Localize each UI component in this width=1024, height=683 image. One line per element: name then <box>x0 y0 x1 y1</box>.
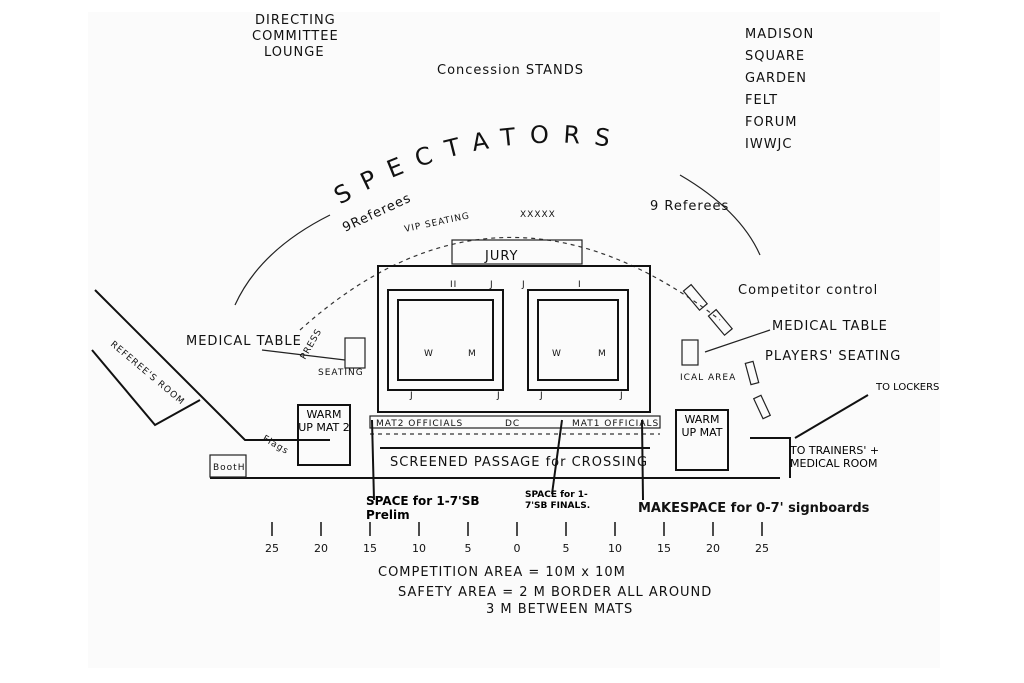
mat-center-mark: W <box>424 349 434 359</box>
scale-label: 20 <box>706 542 720 555</box>
arrow-right-arc <box>679 174 761 256</box>
mat-center-mark: W <box>552 349 562 359</box>
scale-label: 20 <box>314 542 328 555</box>
mat-mark: J <box>521 280 526 290</box>
distance-scale: 25 20 15 10 5 0 5 10 15 20 25 <box>265 522 769 555</box>
mat-mark: J <box>489 280 494 290</box>
directing-lounge-line3: LOUNGE <box>264 45 325 60</box>
press-seating: SEATING <box>318 368 364 378</box>
dc-label: DC <box>505 419 520 429</box>
note-safety-area: SAFETY AREA = 2 M BORDER ALL AROUND <box>398 585 712 600</box>
directing-lounge-line1: DIRECTING <box>255 13 336 28</box>
scale-label: 25 <box>265 542 279 555</box>
venue-line: SQUARE <box>745 49 805 64</box>
mat-mark: J <box>619 391 624 401</box>
mat-2-border <box>387 289 504 391</box>
paper-sheet <box>88 12 940 668</box>
booth-label: BootH <box>213 463 245 473</box>
bench <box>744 360 760 386</box>
venue-line: FELT <box>745 93 778 108</box>
medical-arrow-left <box>261 349 346 361</box>
mat-mark: I <box>578 280 582 290</box>
medical-arrow-right <box>704 329 771 353</box>
venue-label: MADISON SQUARE GARDEN FELT FORUM IWWJC <box>745 27 814 152</box>
warm-up-mat-1-label: WARM UP MAT <box>681 413 723 439</box>
screened-passage: SCREENED PASSAGE for CROSSING <box>390 455 648 470</box>
mat-2 <box>397 299 494 381</box>
scale-label: 15 <box>657 542 671 555</box>
to-trainers: TO TRAINERS' + MEDICAL ROOM <box>790 444 880 470</box>
medical-table-right: MEDICAL TABLE <box>772 319 888 334</box>
mat-mark: J <box>496 391 501 401</box>
vip-mark: XXXXX <box>520 210 556 220</box>
mat1-officials: MAT1 OFFICIALS <box>572 419 659 429</box>
bench <box>707 308 734 337</box>
mat-mark: J <box>539 391 544 401</box>
jury-table <box>451 239 583 265</box>
competition-area <box>377 265 651 413</box>
to-lockers: TO LOCKERS <box>876 382 940 393</box>
referees-right: 9 Referees <box>650 199 729 214</box>
scale-label: 5 <box>465 542 472 555</box>
directing-lounge-line2: COMMITTEE <box>252 29 339 44</box>
referees-room-wall <box>91 349 201 427</box>
venue-line: IWWJC <box>745 137 792 152</box>
medical-table-left-box <box>344 337 366 369</box>
officials-table <box>369 415 661 429</box>
make-space: MAKESPACE for 0-7' signboards <box>638 501 870 516</box>
scale-label: 25 <box>755 542 769 555</box>
space-prelim: SPACE for 1-7'SB Prelim <box>366 494 480 522</box>
jury-label: JURY <box>484 249 519 264</box>
bench <box>752 394 772 420</box>
arrow-left-arc <box>234 214 331 306</box>
scale-label: 5 <box>563 542 570 555</box>
mat-1-border <box>527 289 629 391</box>
scale-label: 10 <box>412 542 426 555</box>
prelim-arrow <box>371 419 375 501</box>
scale-label: 0 <box>514 542 521 555</box>
warm-up-mat-1 <box>675 409 729 471</box>
venue-line: GARDEN <box>745 71 807 86</box>
mat-center-mark: M <box>468 349 477 359</box>
mat-mark: J <box>409 391 414 401</box>
make-space-arrow <box>641 419 644 501</box>
mat-1 <box>537 299 619 381</box>
warm-up-mat-2 <box>297 404 351 466</box>
mat-mark: II <box>450 280 457 290</box>
mat-center-mark: M <box>598 349 607 359</box>
venue-line: MADISON <box>745 27 814 42</box>
space-finals: SPACE for 1-7'SB FINALS. <box>525 490 591 511</box>
right-wall <box>750 437 791 478</box>
scale-label: 15 <box>363 542 377 555</box>
venue-line: FORUM <box>745 115 797 130</box>
booth <box>209 454 247 478</box>
dashed-arc <box>299 236 721 331</box>
competitor-control: Competitor control <box>738 283 878 298</box>
note-between-mats: 3 M BETWEEN MATS <box>486 602 633 617</box>
scale-label: 10 <box>608 542 622 555</box>
warm-up-mat-2-label: WARM UP MAT 2 <box>298 408 350 434</box>
medical-table-left: MEDICAL TABLE <box>186 334 302 349</box>
left-wall <box>94 289 330 441</box>
bench <box>682 283 709 312</box>
note-competition-area: COMPETITION AREA = 10M x 10M <box>378 565 626 580</box>
lockers-arrow <box>794 394 869 439</box>
medical-table-right-box <box>681 339 699 366</box>
concession-stands: Concession STANDS <box>437 63 584 78</box>
medical-area: ICAL AREA <box>680 373 736 383</box>
mat2-officials: MAT2 OFFICIALS <box>376 419 463 429</box>
players-seating: PLAYERS' SEATING <box>765 349 901 364</box>
finals-arrow <box>551 419 563 495</box>
